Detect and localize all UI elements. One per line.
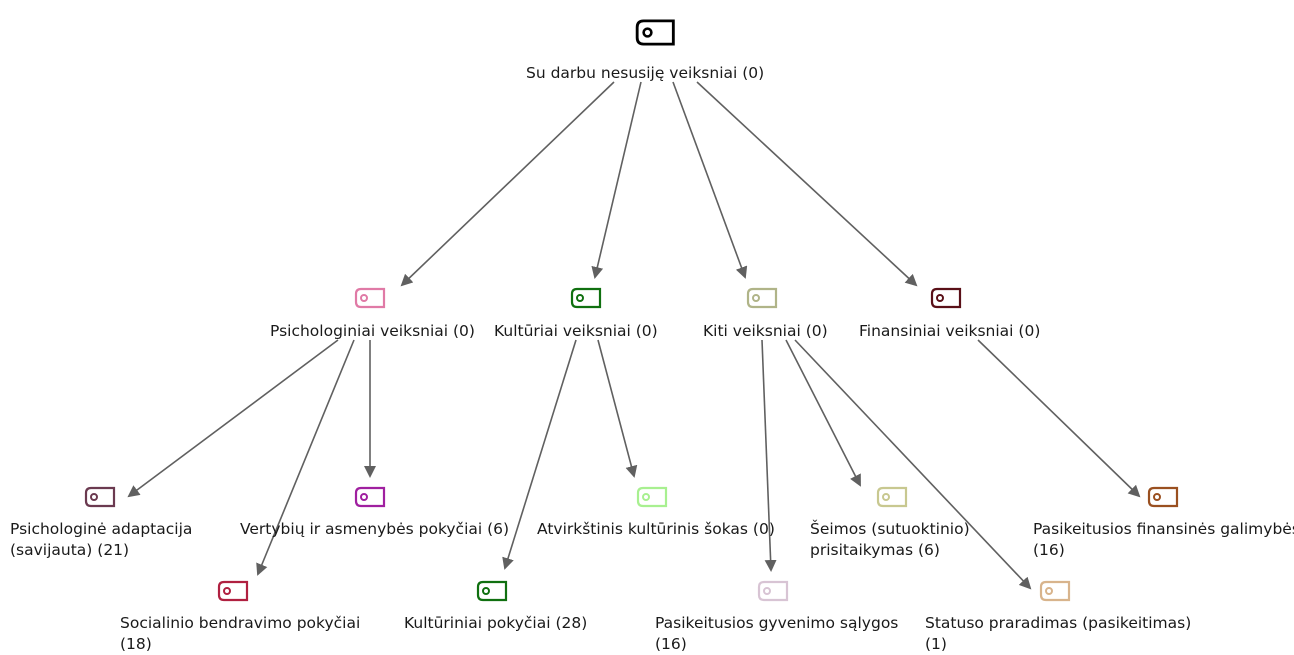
tag-hole — [642, 493, 650, 501]
node-label-seimos[interactable]: Šeimos (sutuoktinio) prisitaikymas (6) — [810, 519, 970, 561]
tag-icon[interactable] — [756, 579, 790, 603]
tag-outline — [876, 486, 908, 508]
tag-hole — [360, 493, 368, 501]
tag-hole — [223, 587, 231, 595]
tag-outline — [217, 580, 249, 602]
node-label-line: Pasikeitusios finansinės galimybės — [1033, 520, 1294, 538]
node-label-atvirk[interactable]: Atvirkštinis kultūrinis šokas (0) — [537, 519, 775, 540]
tag-icon[interactable] — [635, 485, 669, 509]
tag-outline — [476, 580, 508, 602]
edge-fin-to-fin_gal — [977, 339, 1141, 498]
tag-icon[interactable] — [1038, 579, 1072, 603]
tag-outline — [757, 580, 789, 602]
tag-outline — [1039, 580, 1071, 602]
edge-root-to-psych — [400, 81, 615, 287]
tag-icon[interactable] — [875, 485, 909, 509]
node-label-line: Pasikeitusios gyvenimo sąlygos — [655, 614, 899, 632]
tag-outline — [746, 287, 778, 309]
edge-kiti-to-seimos — [785, 339, 861, 487]
tag-icon[interactable] — [569, 286, 603, 310]
tag-icon[interactable] — [353, 485, 387, 509]
tag-outline — [635, 18, 675, 46]
edge-root-to-kult — [591, 81, 642, 279]
node-label-psych[interactable]: Psichologiniai veiksniai (0) — [270, 321, 475, 342]
edge-root-to-fin — [696, 81, 918, 287]
tag-hole — [360, 294, 368, 302]
node-label-line: (1) — [925, 635, 947, 653]
node-label-line: (18) — [120, 635, 152, 653]
node-label-kiti[interactable]: Kiti veiksniai (0) — [703, 321, 828, 342]
node-label-line: prisitaikymas (6) — [810, 541, 940, 559]
node-label-line: Statuso praradimas (pasikeitimas) — [925, 614, 1192, 632]
edge-kult-to-atvirk — [597, 339, 638, 478]
tag-outline — [1147, 486, 1179, 508]
node-label-vertybes[interactable]: Vertybių ir asmenybės pokyčiai (6) — [240, 519, 509, 540]
node-label-line: (16) — [1033, 541, 1065, 559]
tag-hole — [482, 587, 490, 595]
node-label-kult_pok[interactable]: Kultūriniai pokyčiai (28) — [404, 613, 587, 634]
tag-hole — [936, 294, 944, 302]
tag-outline — [354, 287, 386, 309]
tag-icon[interactable] — [83, 485, 117, 509]
node-label-line: Kultūriai veiksniai (0) — [494, 322, 658, 340]
node-label-line: Socialinio bendravimo pokyčiai — [120, 614, 361, 632]
node-label-line: Šeimos (sutuoktinio) — [810, 520, 970, 538]
node-label-line: Psichologinė adaptacija — [10, 520, 193, 538]
node-label-line: Su darbu nesusiję veiksniai (0) — [526, 64, 765, 82]
edge-kiti-to-statuso — [794, 339, 1032, 590]
tag-outline — [636, 486, 668, 508]
node-label-line: Vertybių ir asmenybės pokyčiai (6) — [240, 520, 510, 538]
node-label-line: (savijauta) (21) — [10, 541, 130, 559]
node-label-psych_adapt[interactable]: Psichologinė adaptacija (savijauta) (21) — [10, 519, 192, 561]
node-label-root[interactable]: Su darbu nesusiję veiksniai (0) — [526, 63, 764, 84]
tag-icon[interactable] — [353, 286, 387, 310]
tag-icon[interactable] — [216, 579, 250, 603]
node-label-fin_gal[interactable]: Pasikeitusios finansinės galimybės (16) — [1033, 519, 1294, 561]
node-label-statuso[interactable]: Statuso praradimas (pasikeitimas) (1) — [925, 613, 1191, 655]
tag-hole — [763, 587, 771, 595]
edge-kult-to-kult_pok — [502, 339, 577, 570]
tag-outline — [930, 287, 962, 309]
tag-icon[interactable] — [745, 286, 779, 310]
tag-hole — [642, 26, 653, 38]
node-label-line: Atvirkštinis kultūrinis šokas (0) — [537, 520, 775, 538]
node-label-gyven[interactable]: Pasikeitusios gyvenimo sąlygos (16) — [655, 613, 898, 655]
edge-psych-to-social — [256, 339, 355, 576]
node-label-kult[interactable]: Kultūriai veiksniai (0) — [494, 321, 658, 342]
edge-kiti-to-gyven — [761, 339, 777, 572]
tag-hole — [576, 294, 584, 302]
edge-psych-to-psych_adapt — [127, 339, 339, 498]
edge-root-to-kiti — [672, 81, 748, 279]
tag-icon[interactable] — [633, 17, 678, 48]
node-label-fin[interactable]: Finansiniai veiksniai (0) — [859, 321, 1040, 342]
tag-outline — [570, 287, 602, 309]
tag-icon[interactable] — [475, 579, 509, 603]
tag-hole — [90, 493, 98, 501]
tag-outline — [84, 486, 116, 508]
tag-outline — [354, 486, 386, 508]
node-label-line: Finansiniai veiksniai (0) — [859, 322, 1041, 340]
node-label-social[interactable]: Socialinio bendravimo pokyčiai (18) — [120, 613, 360, 655]
tag-hole — [1153, 493, 1161, 501]
tag-hole — [1045, 587, 1053, 595]
node-label-line: Kultūriniai pokyčiai (28) — [404, 614, 588, 632]
tag-hole — [882, 493, 890, 501]
node-label-line: Psichologiniai veiksniai (0) — [270, 322, 475, 340]
tag-icon[interactable] — [929, 286, 963, 310]
node-label-line: Kiti veiksniai (0) — [703, 322, 828, 340]
node-label-line: (16) — [655, 635, 687, 653]
tag-hole — [752, 294, 760, 302]
tag-icon[interactable] — [1146, 485, 1180, 509]
